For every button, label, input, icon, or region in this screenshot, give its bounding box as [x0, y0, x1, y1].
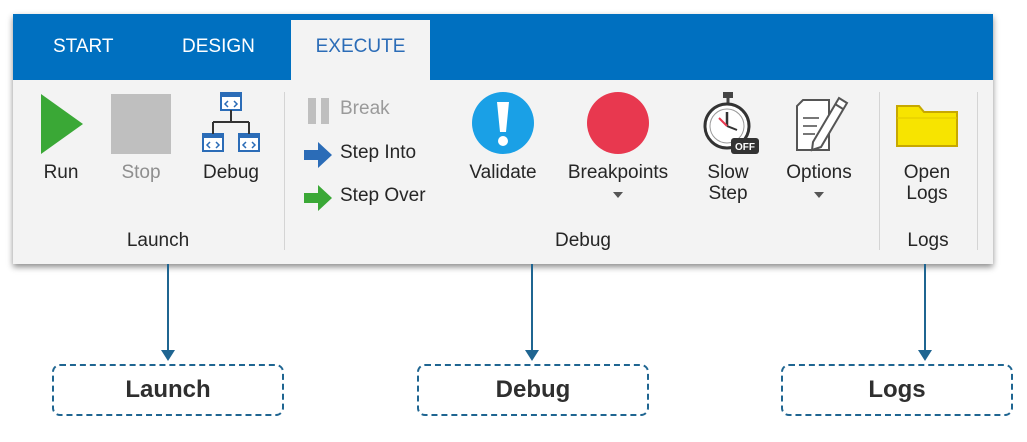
break-button[interactable]: Break [300, 94, 440, 126]
break-label: Break [340, 98, 390, 119]
stopwatch-icon: OFF [703, 92, 759, 154]
tab-execute-label: EXECUTE [315, 36, 406, 57]
debug-label: Debug [203, 162, 259, 183]
play-icon [41, 94, 83, 154]
group-label-debug: Debug [555, 230, 611, 251]
chevron-down-icon [814, 192, 824, 198]
arrowhead-debug [525, 350, 539, 361]
ribbon: START DESIGN EXECUTE Run Stop [13, 14, 993, 264]
separator-debug [879, 92, 880, 250]
tab-design[interactable]: DESIGN [182, 36, 255, 57]
slow-step-label-line1: Slow [707, 162, 749, 183]
separator-launch [284, 92, 285, 250]
exclamation-icon [472, 92, 534, 154]
callout-debug: Debug [417, 364, 649, 416]
step-over-button[interactable]: Step Over [300, 181, 460, 213]
off-badge-text: OFF [735, 142, 755, 153]
separator-logs [977, 92, 978, 250]
folder-icon [896, 105, 958, 147]
slow-step-label-line2: Step [708, 183, 748, 204]
stop-label: Stop [121, 162, 161, 183]
ribbon-body: Run Stop [13, 80, 993, 264]
hierarchy-icon [202, 92, 260, 152]
stop-button[interactable]: Stop [108, 90, 174, 190]
group-label-launch: Launch [126, 230, 190, 251]
slow-step-button[interactable]: OFF Slow Step [693, 90, 763, 210]
callout-launch: Launch [52, 364, 284, 416]
arrow-right-icon [304, 185, 332, 211]
group-label-logs: Logs [907, 230, 949, 251]
tab-execute[interactable]: EXECUTE [291, 20, 430, 80]
breakpoints-button[interactable]: Breakpoints [556, 90, 680, 210]
open-logs-label-line2: Logs [906, 183, 948, 204]
stop-icon [111, 94, 171, 154]
validate-label: Validate [469, 162, 537, 183]
arrow-right-icon [304, 142, 332, 168]
debug-button[interactable]: Debug [193, 90, 269, 190]
pencil-document-icon [796, 96, 849, 152]
connector-launch [167, 264, 169, 350]
options-label: Options [786, 162, 852, 183]
arrowhead-launch [161, 350, 175, 361]
run-label: Run [43, 162, 79, 183]
tab-start[interactable]: START [53, 36, 114, 57]
chevron-down-icon [613, 192, 623, 198]
open-logs-button[interactable]: Open Logs [889, 90, 965, 210]
tab-bar: START DESIGN EXECUTE [13, 14, 993, 80]
step-into-button[interactable]: Step Into [300, 138, 440, 170]
red-circle-icon [587, 92, 649, 154]
options-button[interactable]: Options [773, 90, 865, 210]
arrowhead-logs [918, 350, 932, 361]
step-into-label: Step Into [340, 142, 417, 163]
run-button[interactable]: Run [33, 90, 89, 190]
callout-logs: Logs [781, 364, 1013, 416]
connector-debug [531, 264, 533, 350]
open-logs-label-line1: Open [903, 162, 951, 183]
connector-logs [924, 264, 926, 350]
breakpoints-label: Breakpoints [567, 162, 669, 183]
validate-button[interactable]: Validate [457, 90, 549, 190]
pause-icon [308, 98, 329, 124]
step-over-label: Step Over [340, 185, 426, 206]
